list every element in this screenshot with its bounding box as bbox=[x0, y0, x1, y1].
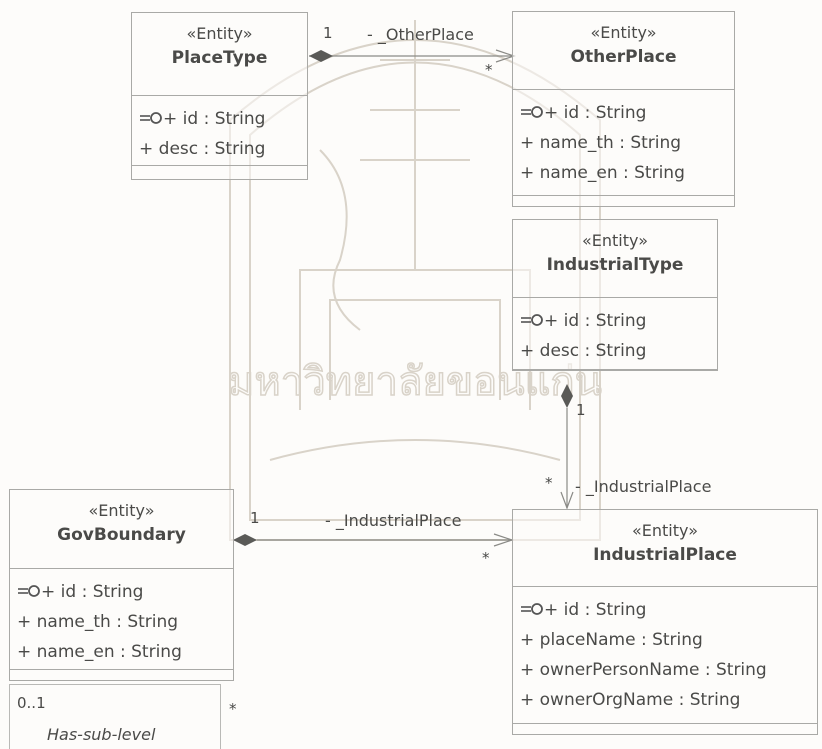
attribute-text: + desc : String bbox=[139, 139, 266, 159]
stereotype-label: «Entity» bbox=[88, 501, 155, 520]
attribute-row: + name_th : String bbox=[520, 128, 734, 158]
govboundary-composition-diamond bbox=[233, 534, 257, 546]
attribute-row: + id : String bbox=[17, 577, 233, 607]
stereotype-label: «Entity» bbox=[631, 521, 698, 540]
multiplicity-one-industrialtype: 1 bbox=[576, 401, 586, 419]
role-label-industrialplace-horizontal: - _IndustrialPlace bbox=[325, 511, 462, 530]
attribute-text: + name_en : String bbox=[17, 642, 182, 662]
attribute-row: + desc : String bbox=[139, 134, 307, 164]
attribute-row: + id : String bbox=[520, 98, 734, 128]
attribute-text: + id : String bbox=[41, 582, 144, 602]
key-icon bbox=[521, 314, 543, 326]
multiplicity-one-placetype: 1 bbox=[323, 24, 333, 42]
entity-industrialtype[interactable]: «Entity» IndustrialType + id : String + … bbox=[512, 219, 718, 371]
entity-name: OtherPlace bbox=[570, 47, 677, 67]
entity-otherplace-header: «Entity» OtherPlace bbox=[513, 12, 734, 90]
multiplicity-many-industrialplace-horizontal: * bbox=[482, 549, 490, 567]
attribute-row: + name_th : String bbox=[17, 607, 233, 637]
multiplicity-many-industrialplace-vertical: * bbox=[545, 474, 553, 492]
attribute-list: + id : String + desc : String bbox=[132, 96, 307, 166]
self-association-frame bbox=[9, 684, 221, 749]
attribute-text: + id : String bbox=[163, 109, 266, 129]
industrialtype-composition-diamond bbox=[561, 384, 573, 408]
entity-industrialplace-header: «Entity» IndustrialPlace bbox=[513, 510, 817, 587]
entity-name: IndustrialPlace bbox=[593, 545, 737, 565]
attribute-list: + id : String + name_th : String + name_… bbox=[513, 90, 734, 196]
attribute-row: + id : String bbox=[520, 306, 717, 336]
attribute-text: + id : String bbox=[544, 103, 647, 123]
attribute-text: + name_th : String bbox=[520, 133, 682, 153]
key-icon bbox=[521, 106, 543, 118]
entity-industrialplace[interactable]: «Entity» IndustrialPlace + id : String +… bbox=[512, 509, 818, 735]
attribute-text: + name_th : String bbox=[17, 612, 179, 632]
attribute-list: + id : String + desc : String bbox=[513, 298, 717, 370]
attribute-row: + name_en : String bbox=[17, 637, 233, 667]
entity-otherplace[interactable]: «Entity» OtherPlace + id : String + name… bbox=[512, 11, 735, 207]
attribute-text: + placeName : String bbox=[520, 630, 703, 650]
attribute-text: + id : String bbox=[544, 600, 647, 620]
attribute-list: + id : String + name_th : String + name_… bbox=[10, 569, 233, 670]
role-label-otherplace: - _OtherPlace bbox=[367, 25, 474, 44]
self-role-label: Has-sub-level bbox=[47, 725, 156, 744]
assoc-industrialtype-industrialplace-arrow bbox=[560, 491, 574, 510]
entity-placetype[interactable]: «Entity» PlaceType + id : String + desc … bbox=[131, 12, 308, 180]
entity-govboundary[interactable]: «Entity» GovBoundary + id : String + nam… bbox=[9, 489, 234, 681]
entity-name: PlaceType bbox=[171, 48, 268, 68]
entity-name: IndustrialType bbox=[546, 255, 684, 275]
stereotype-label: «Entity» bbox=[186, 24, 253, 43]
placetype-composition-diamond bbox=[309, 50, 333, 62]
entity-placetype-header: «Entity» PlaceType bbox=[132, 13, 307, 96]
attribute-row: + name_en : String bbox=[520, 158, 734, 188]
attribute-row: + ownerOrgName : String bbox=[520, 685, 817, 715]
attribute-row: + ownerPersonName : String bbox=[520, 655, 817, 685]
stereotype-label: «Entity» bbox=[581, 231, 648, 250]
key-icon bbox=[18, 585, 40, 597]
attribute-text: + ownerPersonName : String bbox=[520, 660, 767, 680]
entity-govboundary-header: «Entity» GovBoundary bbox=[10, 490, 233, 569]
attribute-text: + name_en : String bbox=[520, 163, 685, 183]
attribute-text: + desc : String bbox=[520, 341, 647, 361]
role-label-industrialplace-vertical: - _IndustrialPlace bbox=[575, 477, 712, 496]
attribute-text: + id : String bbox=[544, 311, 647, 331]
stereotype-label: «Entity» bbox=[590, 23, 657, 42]
attribute-row: + id : String bbox=[520, 595, 817, 625]
multiplicity-one-govboundary: 1 bbox=[250, 509, 260, 527]
key-icon bbox=[140, 112, 162, 124]
self-multiplicity-many: * bbox=[229, 700, 237, 718]
attribute-list: + id : String + placeName : String + own… bbox=[513, 587, 817, 724]
entity-name: GovBoundary bbox=[57, 525, 186, 545]
attribute-row: + placeName : String bbox=[520, 625, 817, 655]
attribute-row: + desc : String bbox=[520, 336, 717, 366]
key-icon bbox=[521, 603, 543, 615]
attribute-row: + id : String bbox=[139, 104, 307, 134]
attribute-text: + ownerOrgName : String bbox=[520, 690, 741, 710]
entity-industrialtype-header: «Entity» IndustrialType bbox=[513, 220, 717, 298]
multiplicity-many-otherplace: * bbox=[485, 61, 493, 79]
self-multiplicity-label: 0..1 bbox=[17, 694, 46, 712]
